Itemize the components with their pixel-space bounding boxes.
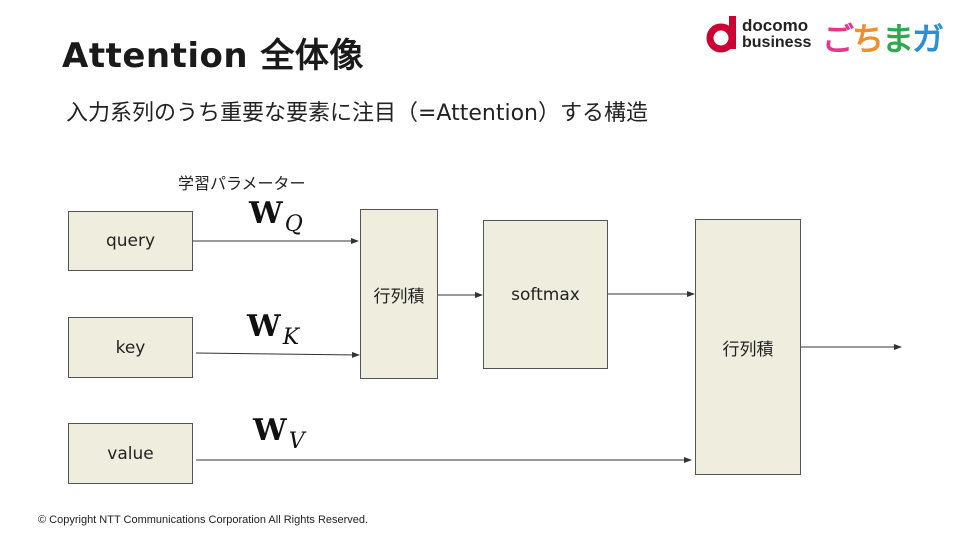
weight-sub: K	[282, 325, 300, 350]
weight-base: W	[247, 309, 281, 344]
page-title: Attention 全体像	[62, 36, 364, 76]
param-label: 学習パラメーター	[178, 174, 306, 193]
query-box: query	[68, 211, 193, 271]
matmul-box-2: 行列積	[695, 219, 801, 475]
weight-wv: WV	[253, 413, 305, 454]
logo-business-text: business	[742, 34, 812, 51]
gochimaga-char: ま	[882, 20, 914, 58]
weight-wq: WQ	[249, 196, 303, 237]
logo-docomo-text: docomo	[742, 16, 809, 35]
weight-base: W	[249, 196, 283, 231]
gochimaga-char: ガ	[912, 20, 944, 58]
gochimaga-char: ご	[822, 20, 854, 58]
copyright: © Copyright NTT Communications Corporati…	[38, 514, 369, 526]
weight-sub: V	[288, 429, 305, 454]
docomo-d-logo-icon	[706, 16, 736, 53]
gochimaga-logo: ごちまガ	[822, 14, 944, 60]
weight-sub: Q	[284, 212, 303, 237]
softmax-box: softmax	[483, 220, 608, 369]
weight-base: W	[253, 413, 287, 448]
value-box: value	[68, 423, 193, 484]
matmul-box-1: 行列積	[360, 209, 438, 379]
weight-wk: WK	[247, 309, 299, 350]
arrow-key-to-matmul	[195, 351, 360, 358]
subtitle: 入力系列のうち重要な要素に注目（=Attention）する構造	[66, 101, 648, 126]
key-box: key	[68, 317, 193, 378]
gochimaga-char: ち	[852, 20, 884, 58]
